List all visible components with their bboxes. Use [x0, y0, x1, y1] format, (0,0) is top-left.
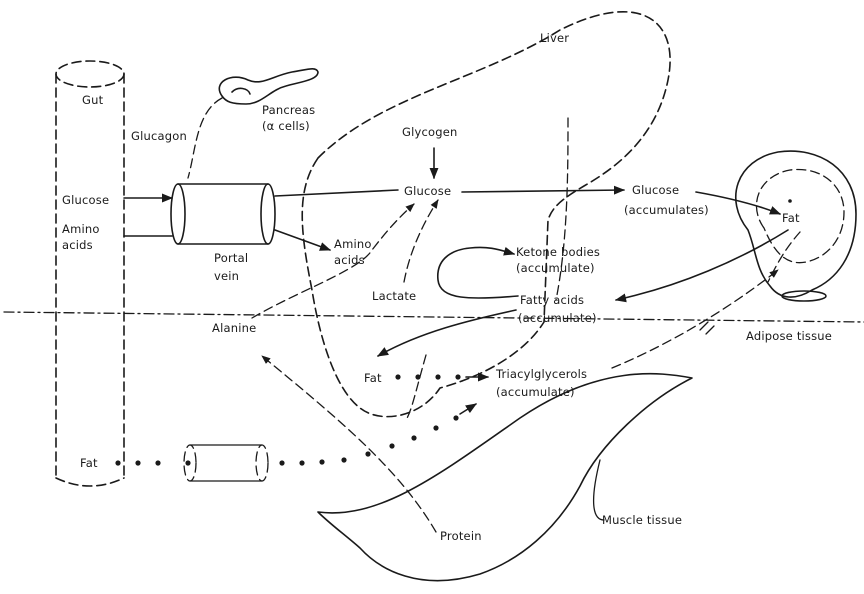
lactate-to-glucose-arrow [404, 200, 438, 282]
gut-label: Gut [82, 93, 104, 107]
glucose-blood-label-2: (accumulates) [624, 203, 709, 217]
adipose-label: Adipose tissue [746, 329, 832, 343]
pancreas-shape [219, 69, 318, 104]
glucose-out-arrow [462, 190, 624, 192]
protein-label: Protein [440, 529, 482, 543]
alanine-label: Alanine [212, 321, 256, 335]
glycogen-label: Glycogen [402, 125, 458, 139]
muscle-outline [318, 374, 692, 581]
amino-gut-label-1: Amino [62, 222, 100, 236]
glucagon-gut-label: Glucagon [131, 129, 187, 143]
amino-gut-label-2: acids [62, 238, 93, 252]
amino-liver-label-2: acids [334, 253, 365, 267]
glucose-blood-label-1: Glucose [632, 183, 679, 197]
fatty-label-2: (accumulate) [518, 311, 597, 325]
glucose-liver-label: Glucose [404, 184, 451, 198]
fat-gut-label: Fat [80, 456, 98, 470]
divider-line [4, 312, 864, 322]
lactate-label: Lactate [372, 289, 416, 303]
ketone-label-1: Ketone bodies [516, 245, 600, 259]
fatty-to-ketone-loop [438, 247, 518, 298]
fat-liver-dots [395, 374, 460, 379]
triacyl-label-2: (accumulate) [496, 385, 575, 399]
lymph-vessel-cylinder [184, 445, 268, 481]
pancreas-label: Pancreas [262, 103, 315, 117]
triacyl-label-1: Triacylglycerols [495, 367, 587, 381]
fatty-label-1: Fatty acids [520, 293, 584, 307]
fat-liver-label: Fat [364, 371, 382, 385]
portal-label-2: vein [214, 269, 239, 283]
protein-to-alanine-arrow [262, 356, 436, 532]
portal-label-1: Portal [214, 251, 248, 265]
liver-label: Liver [540, 31, 569, 45]
portal-to-glucose-line [275, 190, 398, 196]
adipose-cell [736, 151, 856, 301]
fat-gut-dots [115, 415, 458, 465]
glucose-gut-label: Glucose [62, 193, 109, 207]
liver-outline [302, 12, 670, 417]
muscle-label: Muscle tissue [602, 513, 682, 527]
fat-to-fatty-arrow [616, 230, 788, 300]
gut-cylinder [56, 61, 124, 486]
glucagon-arrow [188, 98, 222, 178]
amino-liver-label-1: Amino [334, 237, 372, 251]
fat-adipose-label: Fat [782, 211, 800, 225]
ketone-label-2: (accumulate) [516, 261, 595, 275]
triacyl-to-adipose-line [612, 270, 778, 368]
alpha-cells-label: (α cells) [262, 119, 310, 133]
portal-vein-cylinder [171, 184, 275, 244]
